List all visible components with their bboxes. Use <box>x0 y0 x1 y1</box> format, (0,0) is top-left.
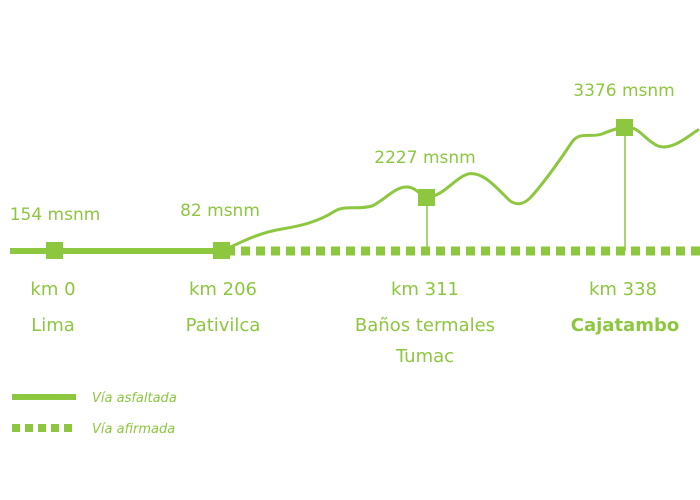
stop-marker-cajatambo <box>616 119 633 136</box>
place-label-cajatambo: Cajatambo <box>571 315 679 336</box>
stop-marker-lima <box>46 242 63 259</box>
legend-unpaved-label: Vía afirmada <box>92 422 175 437</box>
legend-paved-label: Vía asfaltada <box>92 391 177 406</box>
place-label-lima: Lima <box>31 315 75 336</box>
km-label-pativilca: km 206 <box>189 279 257 300</box>
elevation-profile-line <box>220 125 700 253</box>
place-label-tumac-line2: Tumac <box>395 346 454 367</box>
km-label-cajatambo: km 338 <box>589 279 657 300</box>
km-label-tumac: km 311 <box>391 279 459 300</box>
stop-marker-tumac <box>418 189 435 206</box>
stop-marker-pativilca <box>213 242 230 259</box>
altitude-label-pativilca: 82 msnm <box>180 201 260 221</box>
place-label-tumac-line1: Baños termales <box>355 315 495 336</box>
altitude-label-lima: 154 msnm <box>10 205 101 225</box>
km-label-lima: km 0 <box>30 279 75 300</box>
place-label-pativilca: Pativilca <box>186 315 261 336</box>
altitude-label-tumac: 2227 msnm <box>374 148 475 168</box>
altitude-label-cajatambo: 3376 msnm <box>573 81 674 101</box>
